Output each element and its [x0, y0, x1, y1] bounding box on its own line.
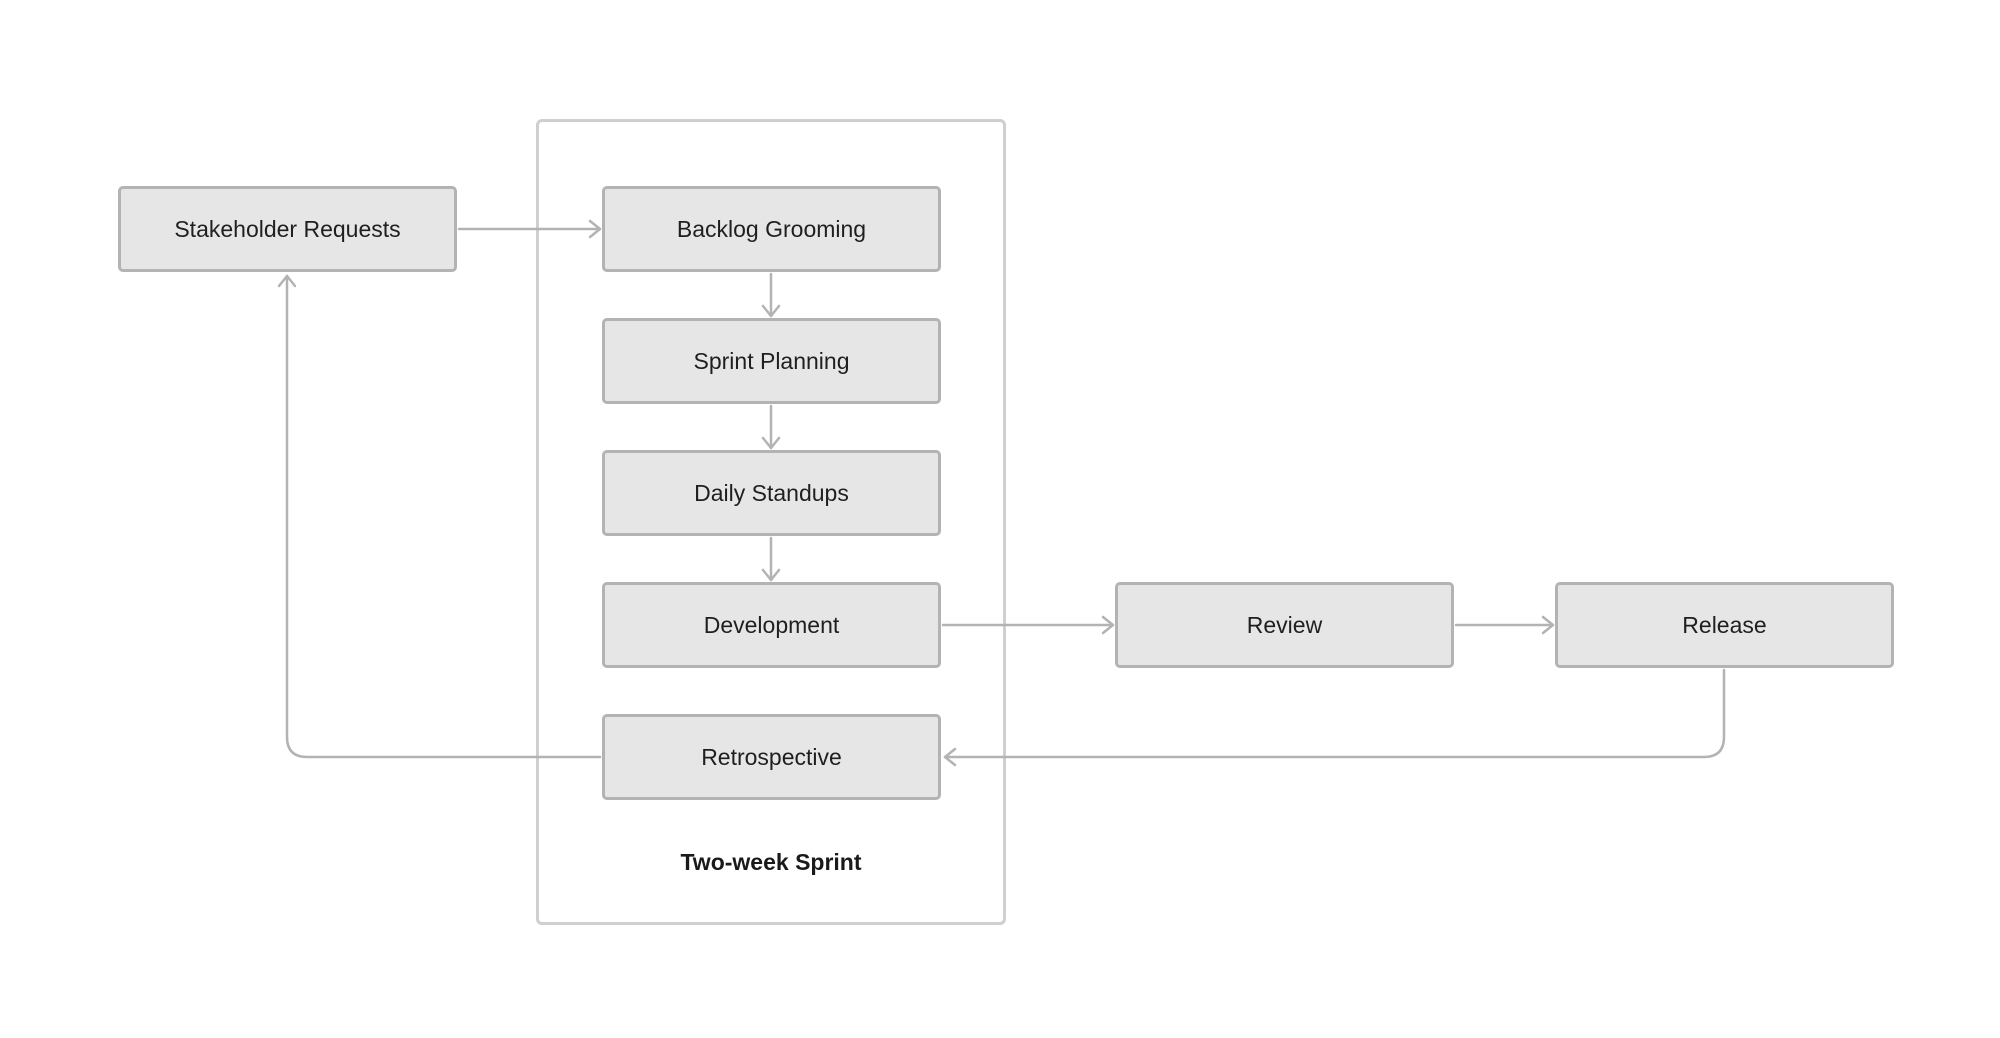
node-sprint-planning[interactable]: Sprint Planning	[602, 318, 941, 404]
node-retrospective[interactable]: Retrospective	[602, 714, 941, 800]
sprint-container-label: Two-week Sprint	[680, 849, 862, 875]
node-release[interactable]: Release	[1555, 582, 1894, 668]
node-development[interactable]: Development	[602, 582, 941, 668]
node-daily-standups[interactable]: Daily Standups	[602, 450, 941, 536]
node-stakeholder-requests[interactable]: Stakeholder Requests	[118, 186, 457, 272]
edge-release-to-retrospective	[943, 668, 1726, 767]
node-review[interactable]: Review	[1115, 582, 1454, 668]
edge-review-to-release	[1454, 615, 1555, 635]
node-backlog-grooming[interactable]: Backlog Grooming	[602, 186, 941, 272]
